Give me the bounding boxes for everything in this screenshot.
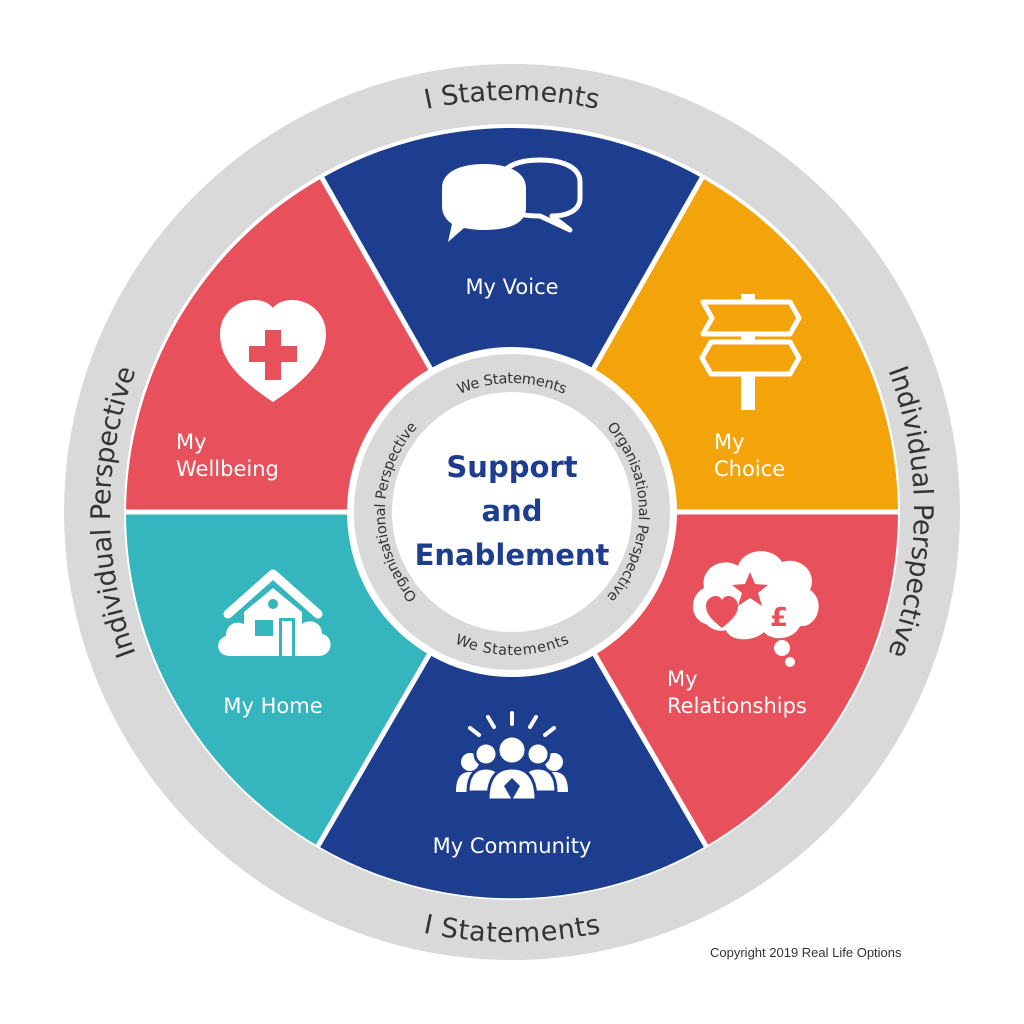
center-circle [392, 392, 632, 632]
pound-symbol: £ [770, 603, 788, 633]
segment-my-relationships-label-line-2: Relationships [667, 694, 807, 718]
thought-cloud-icon: £ [692, 551, 819, 667]
segment-my-wellbeing-label-line-2: Wellbeing [176, 457, 279, 481]
center-title-line-3: Enablement [415, 538, 610, 572]
copyright-notice: Copyright 2019 Real Life Options [710, 945, 902, 960]
segment-my-home-label: My Home [223, 694, 322, 718]
segment-my-wellbeing-label-line-1: My [176, 430, 207, 454]
segment-my-choice-label-line-2: Choice [714, 457, 785, 481]
segment-my-voice[interactable] [322, 127, 702, 512]
segment-my-community-label: My Community [433, 834, 592, 858]
speech-bubbles-icon [442, 157, 583, 242]
people-group-icon [456, 711, 568, 802]
center-title-line-1: Support [446, 450, 577, 484]
center-title-line-2: and [482, 494, 543, 528]
segment-my-relationships-label-line-1: My [667, 667, 698, 691]
segment-my-voice-label: My Voice [465, 275, 558, 299]
signpost-icon [699, 294, 802, 410]
heart-cross-icon [220, 300, 326, 402]
segment-my-community[interactable] [318, 512, 706, 899]
segment-my-choice-label-line-1: My [714, 430, 745, 454]
house-icon [218, 569, 331, 656]
